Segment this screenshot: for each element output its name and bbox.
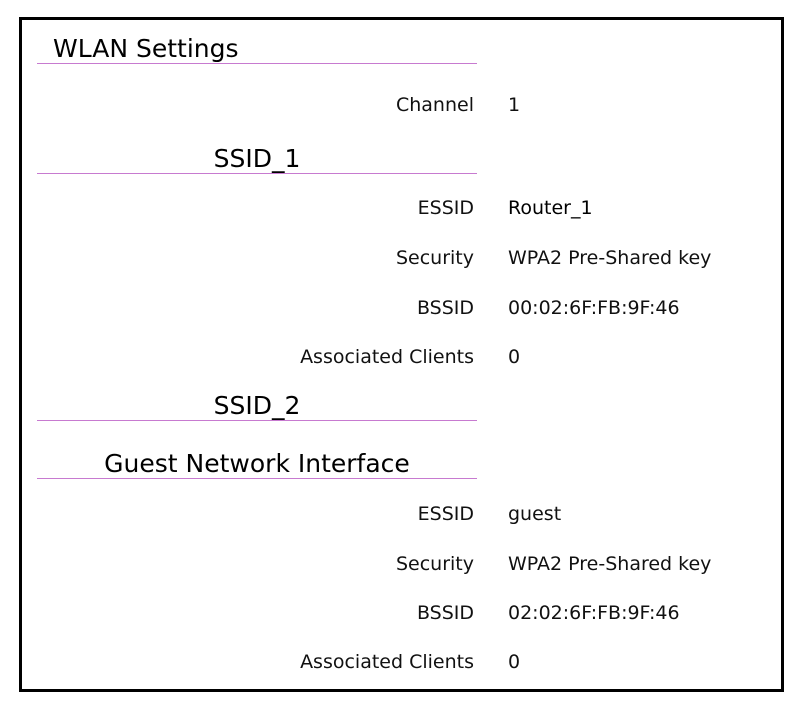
guest-bssid-value: 02:02:6F:FB:9F:46 — [508, 601, 680, 625]
ssid1-bssid-value: 00:02:6F:FB:9F:46 — [508, 296, 680, 320]
ssid1-security-value: WPA2 Pre-Shared key — [508, 246, 711, 270]
guest-security-value: WPA2 Pre-Shared key — [508, 552, 711, 576]
ssid1-heading: SSID_1 — [37, 145, 477, 174]
channel-label: Channel — [396, 93, 474, 117]
ssid1-clients-label: Associated Clients — [300, 345, 474, 369]
guest-bssid-label: BSSID — [417, 601, 474, 625]
ssid2-heading: SSID_2 — [37, 392, 477, 421]
ssid1-bssid-label: BSSID — [417, 296, 474, 320]
ssid1-essid-value: Router_1 — [508, 196, 593, 220]
ssid1-clients-value: 0 — [508, 345, 520, 369]
guest-clients-value: 0 — [508, 650, 520, 674]
guest-essid-label: ESSID — [418, 502, 474, 526]
page-title: WLAN Settings — [37, 35, 477, 64]
guest-heading: Guest Network Interface — [37, 450, 477, 479]
guest-security-label: Security — [396, 552, 474, 576]
channel-value: 1 — [508, 93, 520, 117]
wlan-settings-panel: WLAN Settings Channel 1 SSID_1 ESSID Rou… — [19, 17, 784, 692]
guest-essid-value: guest — [508, 502, 561, 526]
ssid1-essid-label: ESSID — [418, 196, 474, 220]
ssid1-security-label: Security — [396, 246, 474, 270]
guest-clients-label: Associated Clients — [300, 650, 474, 674]
